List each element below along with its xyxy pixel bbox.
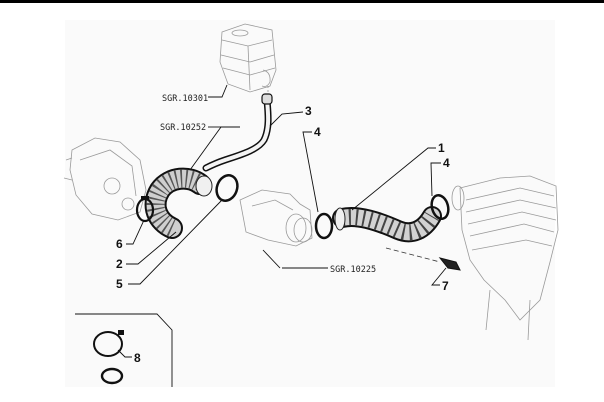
part-5-clamp (215, 174, 239, 202)
top-border-rule (0, 0, 604, 3)
callout-1: 1 (438, 141, 445, 155)
callout-6: 6 (116, 237, 123, 251)
intake-manifold-right (451, 175, 559, 341)
turbo-housing-left (63, 137, 147, 221)
part-7-sensor (385, 247, 461, 271)
callout-4-right: 4 (443, 156, 450, 170)
callout-8: 8 (134, 351, 141, 365)
callout-3: 3 (305, 104, 312, 118)
part-8-clamp-detail (75, 313, 173, 387)
leader-lines (117, 84, 447, 358)
part-4-clamp-left (314, 212, 334, 240)
callout-7: 7 (442, 279, 449, 293)
part-6-clamp (135, 196, 155, 223)
ref-sgr-10252: SGR.10252 (160, 123, 206, 133)
callout-4-left: 4 (314, 125, 321, 139)
ref-sgr-10301: SGR.10301 (162, 94, 208, 104)
part-4-clamp-right (430, 193, 450, 221)
part-3-small-hose (202, 93, 273, 172)
expansion-tank (219, 23, 277, 96)
part-1-air-duct (332, 206, 442, 243)
callout-5: 5 (116, 277, 123, 291)
ref-sgr-10225: SGR.10225 (330, 265, 376, 275)
part-2-corrugated-hose (144, 167, 213, 239)
callout-2: 2 (116, 257, 123, 271)
throttle-housing-middle (239, 189, 313, 247)
